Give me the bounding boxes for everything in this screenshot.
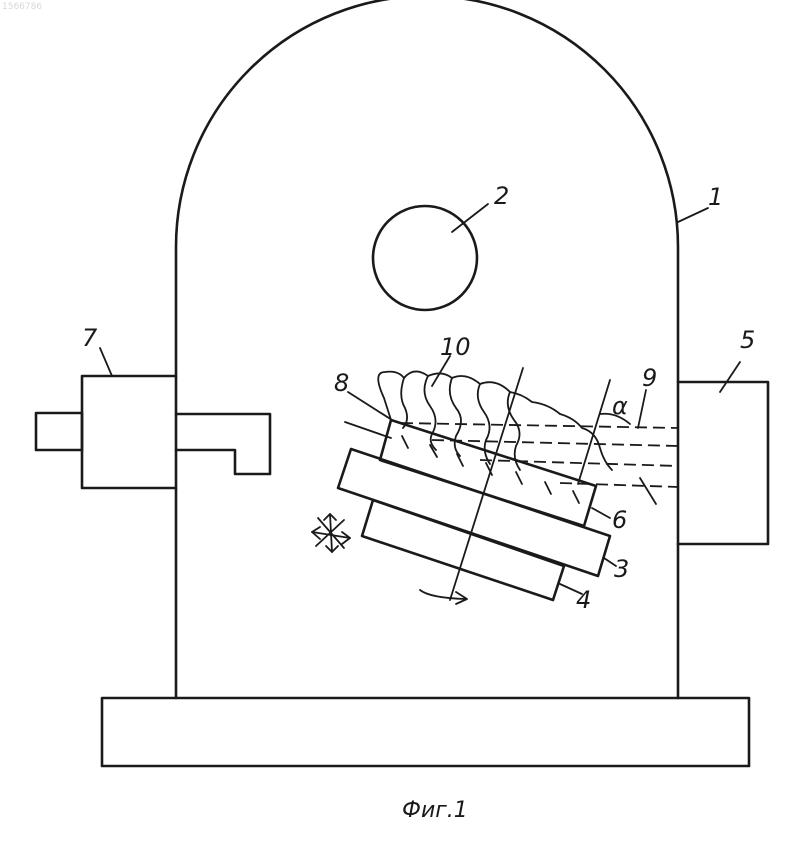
label-10: 10 bbox=[440, 333, 471, 361]
beam-exit-line bbox=[640, 478, 656, 504]
beam-9 bbox=[401, 423, 678, 487]
label-1: 1 bbox=[708, 183, 723, 211]
sample-assembly bbox=[338, 368, 610, 604]
label-9: 9 bbox=[642, 364, 657, 392]
normal-line bbox=[345, 422, 391, 438]
rod-7-end bbox=[36, 413, 82, 450]
port-2 bbox=[373, 206, 477, 310]
holder-3 bbox=[338, 449, 610, 576]
label-3: 3 bbox=[614, 555, 629, 583]
base-plate bbox=[102, 698, 749, 766]
heater-4 bbox=[362, 500, 564, 600]
label-6: 6 bbox=[612, 506, 627, 534]
label-5: 5 bbox=[740, 326, 755, 354]
label-4: 4 bbox=[576, 586, 591, 614]
label-2: 2 bbox=[494, 182, 509, 210]
figure-caption: Фиг.1 bbox=[402, 798, 468, 823]
label-8: 8 bbox=[334, 369, 349, 397]
label-alpha: α bbox=[612, 392, 628, 420]
label-7: 7 bbox=[82, 324, 98, 352]
motion-arrows bbox=[312, 514, 350, 552]
block-5 bbox=[678, 382, 768, 544]
leader-lines bbox=[100, 204, 740, 594]
rotation-axis bbox=[450, 368, 523, 600]
rod-7-arm bbox=[176, 414, 270, 474]
block-7 bbox=[82, 376, 176, 488]
tilt-reference-line bbox=[578, 380, 610, 484]
document-number: 1566786 bbox=[2, 2, 42, 12]
